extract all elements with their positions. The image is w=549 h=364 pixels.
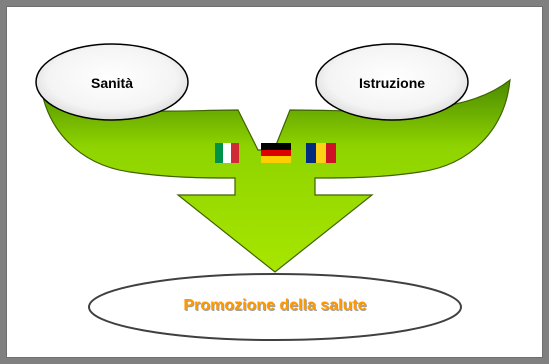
istruzione-node — [315, 43, 469, 121]
sanita-node — [35, 43, 189, 121]
germany-flag-icon — [261, 143, 291, 163]
promozione-label: Promozione della salute — [183, 297, 367, 314]
promozione-node — [88, 273, 462, 341]
romania-flag-icon — [306, 143, 336, 163]
merge-arrow-shape — [39, 78, 511, 273]
italy-flag-icon — [215, 143, 239, 163]
sanita-label: Sanità — [90, 75, 133, 91]
istruzione-label: Istruzione — [358, 75, 426, 91]
